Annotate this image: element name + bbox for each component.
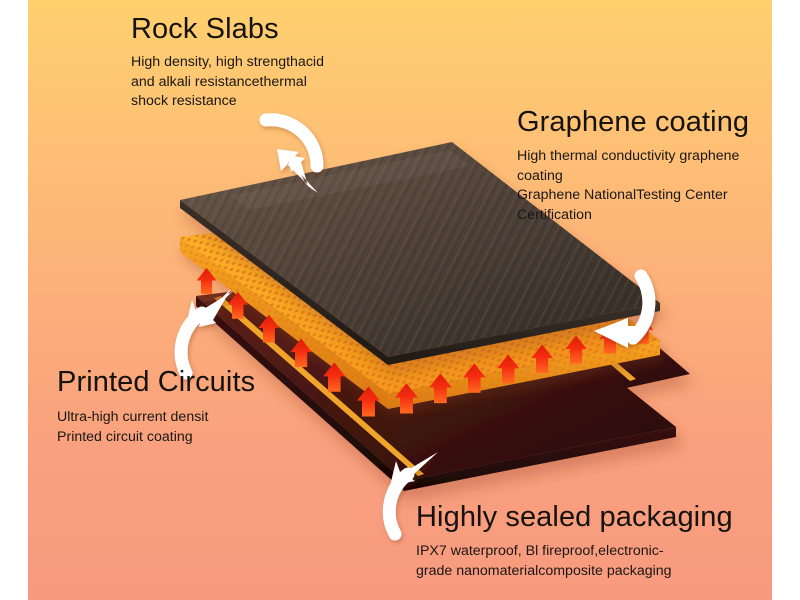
rock-slab-layer	[180, 142, 660, 365]
callout-body-line: Graphene NationalTesting Center	[517, 187, 728, 203]
rock-slab-sheen	[230, 150, 470, 210]
heat-arrow	[227, 291, 248, 319]
rock-slab-edge-right	[388, 303, 660, 365]
callout-body: Ultra-high current densit Printed circui…	[57, 408, 255, 447]
callout-body: High thermal conductivity graphene coati…	[517, 147, 749, 225]
packaging-edge-left	[196, 296, 404, 491]
callout-highly-sealed-packaging: Highly sealed packaging IPX7 waterproof,…	[416, 500, 733, 581]
callout-body: High density, high strengthacid and alka…	[131, 53, 324, 112]
heat-arrow	[394, 383, 418, 414]
callout-body-line: High density, high strengthacid	[131, 54, 324, 70]
arrow-to-circuits	[174, 289, 233, 380]
heat-arrow	[531, 344, 553, 374]
honeycomb-edge-right-texture	[388, 340, 660, 409]
packaging-edge-right	[404, 427, 676, 491]
callout-body-line: shock resistance	[131, 93, 237, 109]
heat-arrow	[290, 338, 312, 368]
arrow-to-rock-slab	[259, 113, 324, 193]
heat-arrow	[565, 335, 587, 364]
callout-printed-circuits: Printed Circuits Ultra-high current dens…	[57, 365, 255, 447]
heat-arrow	[463, 363, 486, 393]
callout-title: Rock Slabs	[131, 13, 279, 45]
heat-arrow	[258, 314, 280, 343]
callout-graphene-coating: Graphene coating High thermal conductivi…	[517, 105, 749, 225]
heat-arrow	[356, 386, 380, 417]
callout-body-line: Printed circuit coating	[57, 428, 193, 445]
arrow-to-packaging	[382, 452, 438, 541]
callout-title: Printed Circuits	[57, 366, 256, 398]
callout-body-line: and alkali resistancethermal	[131, 73, 307, 90]
callout-rock-slabs: Rock Slabs High density, high strengthac…	[131, 12, 324, 112]
callout-body-line: grade nanomaterialcomposite packaging	[416, 562, 672, 579]
arrow-to-graphene	[594, 269, 656, 348]
heat-arrow	[429, 373, 452, 404]
heat-arrow	[323, 362, 346, 392]
callout-body-line: Certification	[517, 206, 592, 223]
callout-title: Highly sealed packaging	[416, 501, 733, 533]
callout-body-line: coating	[517, 167, 563, 184]
heat-flow-arrows	[196, 268, 654, 417]
callout-body-line: Ultra-high current densit	[57, 409, 209, 425]
heat-arrow	[196, 268, 217, 295]
callout-body-line: High thermal conductivity graphene	[517, 148, 740, 164]
heat-arrow	[497, 354, 520, 384]
rock-slab-edge-left	[180, 200, 388, 365]
callout-body: IPX7 waterproof, Bl fireproof,electronic…	[416, 542, 706, 581]
callout-title: Graphene coating	[517, 106, 750, 138]
callout-body-line: IPX7 waterproof, Bl fireproof,electronic…	[416, 543, 664, 559]
